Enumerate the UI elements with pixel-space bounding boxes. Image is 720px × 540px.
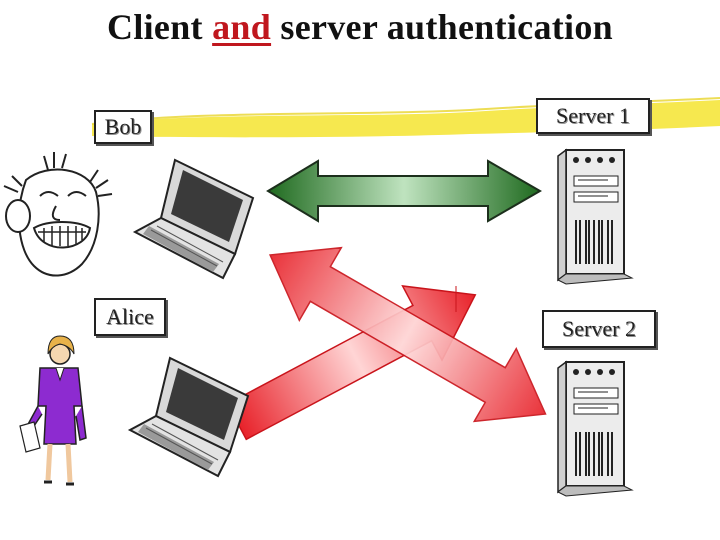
server1-label: Server 1 — [536, 98, 650, 134]
title-start: Client — [107, 7, 213, 47]
bob-laptop-icon — [132, 158, 255, 280]
title-highlight-word: and — [212, 7, 272, 47]
server2-tower-icon — [557, 360, 634, 497]
title-end: server authentication — [271, 7, 613, 47]
server2-label: Server 2 — [542, 310, 656, 348]
alice-laptop-icon — [127, 356, 250, 478]
bob-label: Bob — [94, 110, 152, 144]
page-title: Client and server authentication — [0, 6, 720, 48]
red-arrow-bob-to-server2 — [268, 246, 547, 423]
alice-figure-icon — [19, 335, 87, 486]
server1-tower-icon — [557, 148, 634, 285]
green-double-arrow — [266, 159, 543, 223]
alice-label: Alice — [94, 298, 166, 336]
bob-face-icon — [3, 152, 113, 277]
